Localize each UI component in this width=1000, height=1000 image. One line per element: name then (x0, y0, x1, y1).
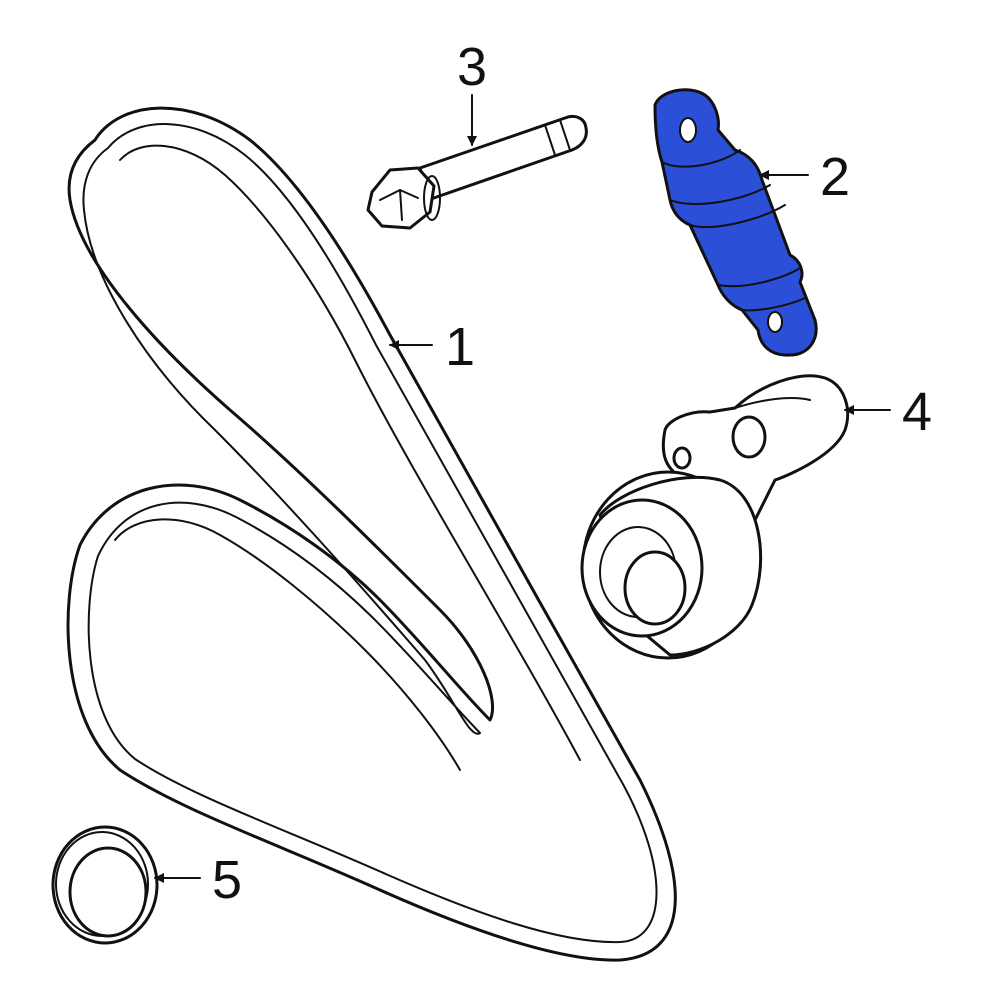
callout-1: 1 (389, 317, 475, 377)
cover-cap-part[interactable] (51, 825, 159, 945)
callout-4-label: 4 (902, 382, 932, 442)
callout-3-label: 3 (457, 37, 487, 97)
tensioner-damper-part[interactable] (653, 88, 818, 357)
bolt-part[interactable] (366, 114, 588, 230)
callout-1-label: 1 (445, 317, 475, 377)
callout-4: 4 (844, 382, 932, 442)
callout-5-label: 5 (212, 850, 242, 910)
callout-3: 3 (457, 37, 487, 146)
callout-2-label: 2 (820, 147, 850, 207)
tensioner-pulley-part[interactable] (580, 374, 850, 660)
belt-part[interactable] (66, 106, 677, 962)
callout-5: 5 (154, 850, 242, 910)
callout-2: 2 (759, 147, 850, 207)
